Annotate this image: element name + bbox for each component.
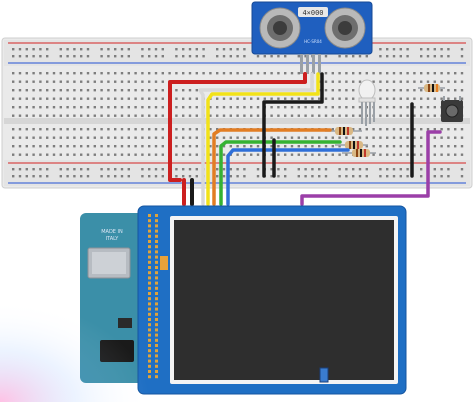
wire-red-vcc [168,72,307,182]
sensor-crystal-label: 4×000 [302,9,323,17]
breadboard [1,37,473,189]
resistor-button [418,84,445,92]
sensor-model-label: HC-SR04 [304,39,322,44]
resistor-led-blue [342,149,376,157]
made-in-label: MADE IN [101,229,123,235]
wires [168,72,442,206]
push-button [441,96,463,122]
wire-white [198,72,314,206]
wire-blue [226,148,350,206]
resistor-led-green [335,141,368,149]
tft-shield [137,205,407,395]
corner-glow [0,300,150,402]
wire-yellow [206,72,320,206]
country-label: ITALY [106,236,120,242]
tft-screen [174,220,394,380]
wire-purple [300,130,442,206]
wire-orange [212,128,332,206]
ultrasonic-sensor: 4×000 HC-SR04 [251,1,373,74]
rgb-led [358,79,376,126]
wire-green [219,140,342,206]
wire-black-sensor [262,72,324,178]
